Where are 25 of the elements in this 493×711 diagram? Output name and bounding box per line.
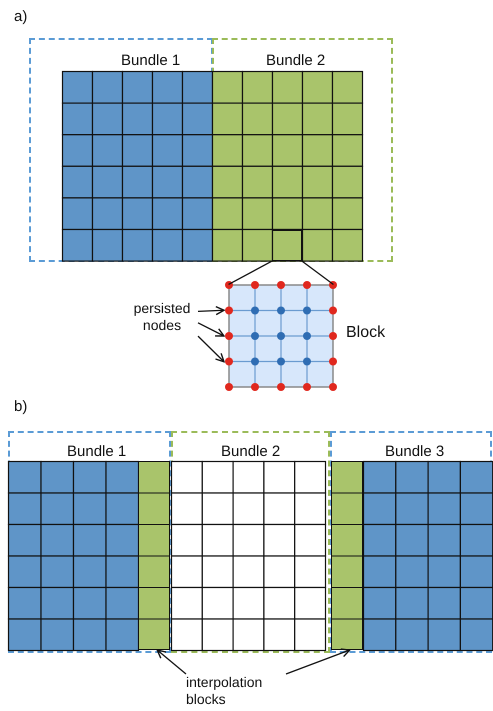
- bundle-label: Bundle 2: [266, 52, 326, 70]
- annotation-text: interpolation blocks: [186, 674, 264, 708]
- bundle-frame: [29, 38, 213, 262]
- arrow: [286, 648, 350, 675]
- bundle-label: Bundle 3: [385, 443, 444, 461]
- panel-label: b): [14, 398, 28, 416]
- interpolation-column: [330, 461, 362, 650]
- arrow: [198, 306, 225, 316]
- grid-cell: [272, 230, 302, 262]
- block-label: Block: [346, 324, 386, 342]
- panel-label: a): [14, 8, 28, 26]
- arrow: [156, 649, 186, 674]
- bundle-frame: [212, 38, 393, 262]
- arrow: [198, 322, 225, 337]
- bundle-frame: [8, 431, 171, 653]
- arrow: [198, 336, 225, 362]
- bundle-frame: [171, 431, 330, 653]
- bundle-label: Bundle 2: [221, 443, 280, 461]
- interpolation-column: [138, 461, 170, 650]
- bundle-frame: [330, 431, 492, 653]
- annotation-text: persisted nodes: [132, 300, 192, 334]
- leader-line: [228, 260, 272, 286]
- bundle-label: Bundle 1: [121, 52, 180, 70]
- leader-line: [302, 260, 334, 285]
- bundle-label: Bundle 1: [67, 443, 126, 461]
